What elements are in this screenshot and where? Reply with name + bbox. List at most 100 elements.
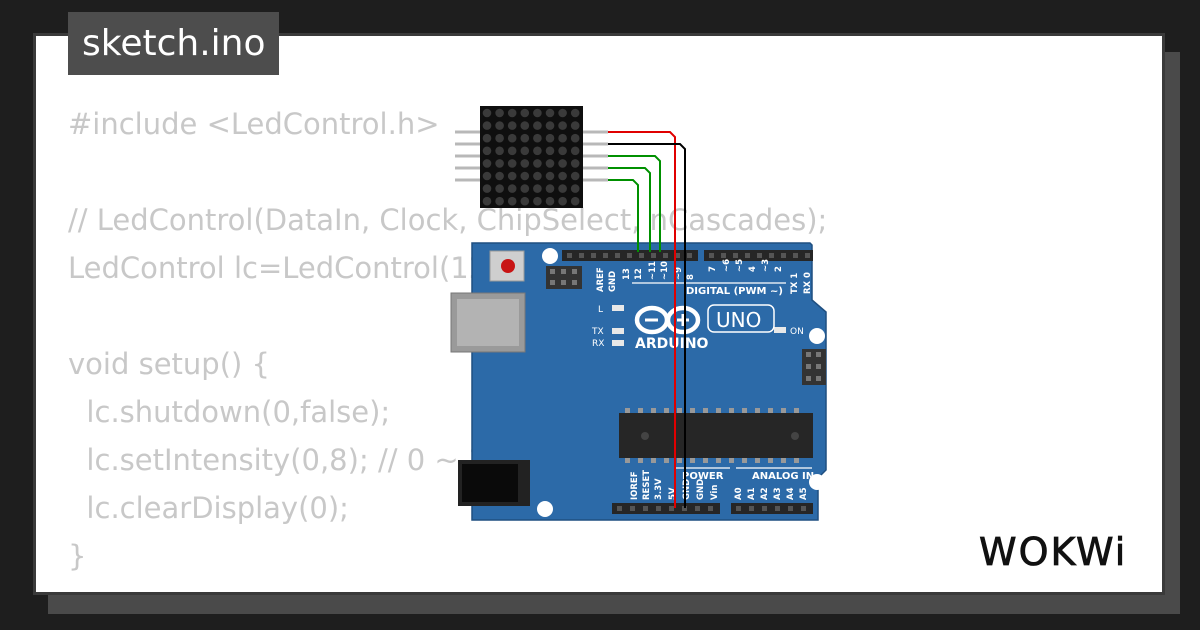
uno-badge <box>707 304 775 333</box>
led-dot <box>570 171 580 181</box>
code-line: #include <LedControl.h> <box>68 107 440 141</box>
led-dot <box>482 196 492 206</box>
pin-label: 2 <box>774 266 784 272</box>
pin-label: AREF <box>596 267 606 292</box>
pin-label: RX 0 <box>803 272 813 294</box>
pin-label: 3.3V <box>654 478 664 500</box>
pin-label: Vin <box>710 485 720 500</box>
led-dot <box>520 196 530 206</box>
led-dot <box>507 133 517 143</box>
led-dot <box>570 196 580 206</box>
arduino-uno-board[interactable]: AREF GND 13 12 ~11 ~10 ~9 8 7 ~6 ~5 4 ~3… <box>450 242 827 521</box>
led-dot <box>533 159 542 168</box>
wire-cs <box>608 167 651 252</box>
pin-label: 12 <box>634 268 644 280</box>
code-line: lc.clearDisplay(0); <box>68 491 349 525</box>
led-dot <box>495 108 504 118</box>
code-line: lc.shutdown(0,false); <box>68 395 391 429</box>
icsp-header <box>802 349 826 385</box>
pin-label: A2 <box>760 487 770 500</box>
led-dot <box>520 184 530 193</box>
digital-header-label: DIGITAL (PWM ~) <box>686 286 783 297</box>
reset-button[interactable] <box>489 250 525 282</box>
atmega-chip <box>619 408 813 463</box>
led-on-label: ON <box>790 327 804 337</box>
wokwi-logo-text: WOKWi <box>979 530 1127 574</box>
led-dot <box>545 133 555 143</box>
led-tx-label: TX <box>591 327 604 337</box>
led-dot <box>495 196 504 206</box>
led-dot <box>507 171 517 181</box>
led-dot <box>558 196 567 206</box>
led-dot <box>570 133 580 143</box>
analog-header[interactable] <box>731 503 813 514</box>
pin-label: ~5 <box>735 259 745 272</box>
pin-label: 7 <box>708 266 718 272</box>
code-line: void setup() { <box>68 347 270 381</box>
wokwi-logo: WOKWi <box>979 530 1127 575</box>
led-dot <box>545 196 555 206</box>
pin-label: 13 <box>622 268 632 280</box>
led-dot <box>495 159 504 168</box>
led-dot <box>507 108 517 118</box>
pin-label: ~10 <box>660 261 670 280</box>
matrix-pins <box>455 130 608 182</box>
pin-label: 5V <box>668 487 678 500</box>
led-dot <box>570 159 580 168</box>
pin-label: IOREF <box>630 471 640 500</box>
pin-label: 8 <box>686 274 696 280</box>
led-dot <box>533 171 542 181</box>
led-dot <box>558 184 567 193</box>
reset-button-cap[interactable] <box>501 259 515 273</box>
led-dot <box>495 171 504 181</box>
led-dot <box>495 146 504 156</box>
led-dot <box>520 159 530 168</box>
pin-label: A1 <box>747 487 757 500</box>
power-header[interactable] <box>612 503 720 514</box>
led-dot <box>558 159 567 168</box>
led-dot <box>507 146 517 156</box>
led-dot <box>482 146 492 156</box>
led-dot <box>545 171 555 181</box>
led-rx <box>612 340 624 346</box>
wire-gnd <box>608 143 686 508</box>
pin-label: A3 <box>773 487 783 500</box>
pin-label: ~11 <box>648 261 658 280</box>
code-line: // LedControl(DataIn, Clock, ChipSelect,… <box>68 203 828 237</box>
wire-clk <box>608 179 639 252</box>
analog-header-label: ANALOG IN <box>752 471 814 482</box>
led-dot <box>520 133 530 143</box>
usb-port-inner <box>457 299 519 346</box>
led-rx-label: RX <box>592 339 604 349</box>
led-dot <box>520 108 530 118</box>
pin-label: ~6 <box>722 259 732 272</box>
led-dot <box>533 146 542 156</box>
icsp-header <box>546 266 582 289</box>
led-matrix-body <box>480 106 583 208</box>
file-tab[interactable]: sketch.ino <box>68 12 280 75</box>
pin-label: 4 <box>748 266 758 272</box>
code-line: } <box>68 539 87 573</box>
led-l-label: L <box>598 305 603 315</box>
led-dot <box>570 121 580 130</box>
led-dot <box>507 184 517 193</box>
led-matrix-dots <box>482 108 580 206</box>
led-l <box>612 305 624 311</box>
pin-label: GND <box>608 271 618 292</box>
led-dot <box>533 184 542 193</box>
led-dot <box>495 184 504 193</box>
led-matrix-module[interactable] <box>455 106 608 208</box>
led-dot <box>533 133 542 143</box>
pin-label: TX 1 <box>790 273 800 294</box>
wire-vcc <box>608 131 676 508</box>
led-dot <box>482 121 492 130</box>
led-on <box>774 327 786 333</box>
mount-hole <box>809 328 825 344</box>
digital-header[interactable] <box>562 250 813 261</box>
mount-hole <box>537 501 553 517</box>
pin-label: GND <box>696 479 706 500</box>
wire-din <box>608 155 661 252</box>
led-dot <box>507 196 517 206</box>
led-dot <box>533 196 542 206</box>
